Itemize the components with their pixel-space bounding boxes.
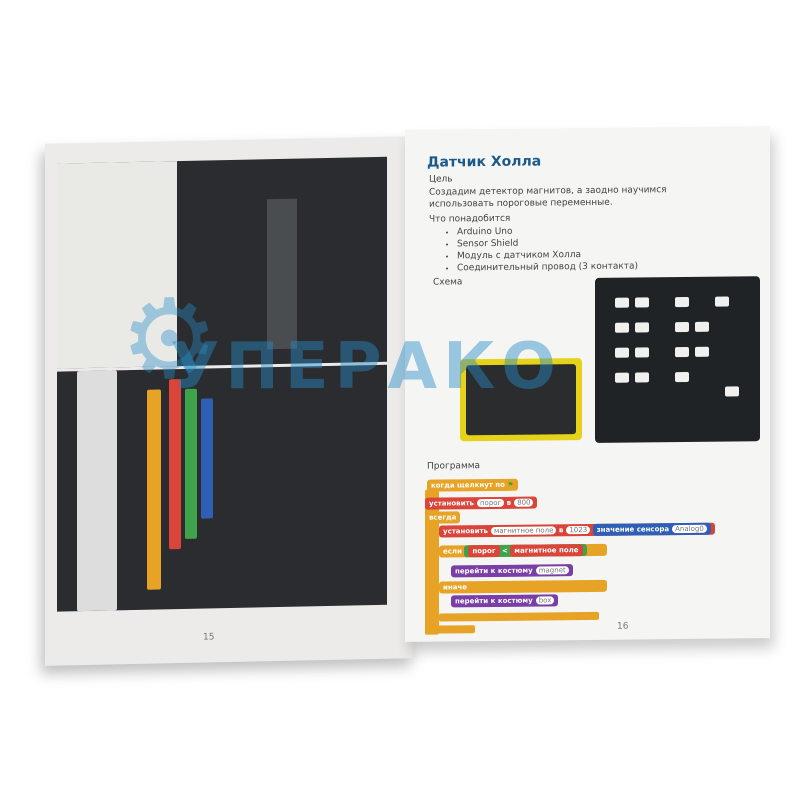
- scheme-label: Схема: [433, 277, 463, 288]
- gear-watermark-icon: ⚙: [120, 275, 219, 403]
- page-number: 15: [203, 632, 215, 643]
- needs-list: Arduino Uno Sensor Shield Модуль с датчи…: [435, 224, 638, 274]
- if-else-block: если порог < магнитное поле: [439, 543, 607, 558]
- green-flag-icon: ⚑: [507, 480, 514, 489]
- sensor-shield-image: [595, 276, 760, 443]
- forever-block: всегда: [425, 511, 461, 524]
- page-number: 16: [617, 621, 629, 632]
- page-title: Датчик Холла: [427, 153, 542, 171]
- watermark: УПЕРАКО: [170, 330, 562, 404]
- needs-label: Что понадобится: [429, 213, 511, 225]
- else-label: иначе: [439, 579, 607, 594]
- goal-label: Цель: [429, 174, 453, 185]
- when-flag-block: когда щелкнут по ⚑: [427, 478, 518, 492]
- list-item: Соединительный провод (3 контакта): [457, 260, 638, 274]
- program-label: Программа: [427, 461, 481, 472]
- goal-text: Создадим детектор магнитов, а заодно нау…: [429, 185, 667, 210]
